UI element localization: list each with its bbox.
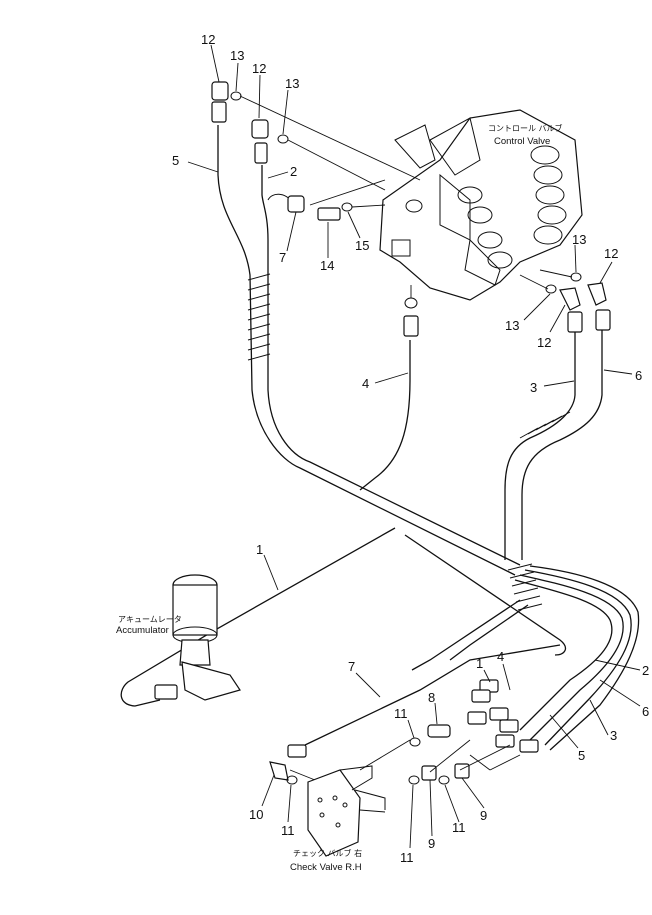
callout-15: 15 [355, 238, 369, 253]
callout-numbers: 12 13 12 13 5 2 7 14 15 13 12 13 12 4 3 … [172, 32, 649, 865]
hose-bundle-main [217, 125, 640, 751]
callout-7: 7 [279, 250, 286, 265]
callout-11: 11 [400, 850, 414, 865]
callout-5: 5 [172, 153, 179, 168]
callout-3: 3 [530, 380, 537, 395]
check-valve [307, 765, 386, 857]
svg-text:チェック バルブ 右: チェック バルブ 右 [293, 848, 362, 858]
fittings-right [403, 269, 611, 337]
svg-text:Accumulator: Accumulator [116, 625, 169, 636]
callout-leaders [187, 44, 641, 849]
hose-7-lower [304, 644, 561, 746]
callout-2: 2 [290, 164, 297, 179]
callout-10: 10 [249, 807, 263, 822]
callout-12: 12 [537, 335, 551, 350]
caption-accumulator: アキュームレータ Accumulator [116, 615, 182, 636]
callout-11: 11 [281, 823, 295, 838]
caption-check-valve: チェック バルブ 右 Check Valve R.H [290, 848, 362, 873]
callout-9: 9 [428, 836, 435, 851]
callout-2: 2 [642, 663, 649, 678]
callout-13: 13 [505, 318, 519, 333]
fittings-upper-left [211, 81, 421, 221]
callout-13: 13 [230, 48, 244, 63]
callout-9: 9 [480, 808, 487, 823]
callout-11: 11 [394, 706, 408, 721]
spiral-guard-right [519, 411, 571, 439]
svg-text:Check Valve R.H: Check Valve R.H [290, 862, 362, 873]
callout-1: 1 [256, 542, 263, 557]
callout-4: 4 [362, 376, 369, 391]
callout-12: 12 [604, 246, 618, 261]
svg-text:コントロール バルブ: コントロール バルブ [488, 123, 563, 133]
hose-1-accumulator-line [120, 527, 567, 707]
callout-12: 12 [201, 32, 215, 47]
callout-11: 11 [452, 820, 466, 835]
callout-13: 13 [572, 232, 586, 247]
caption-control-valve: コントロール バルブ Control Valve [488, 123, 563, 147]
svg-text:アキュームレータ: アキュームレータ [118, 615, 182, 624]
fittings-lower [269, 679, 539, 791]
accumulator [154, 574, 241, 701]
svg-text:Control Valve: Control Valve [494, 136, 550, 147]
callout-6: 6 [642, 704, 649, 719]
callout-3: 3 [610, 728, 617, 743]
control-valve [379, 109, 583, 301]
spiral-guard-lower [507, 563, 543, 611]
callout-8: 8 [428, 690, 435, 705]
callout-5: 5 [578, 748, 585, 763]
callout-4: 4 [497, 649, 504, 664]
callout-13: 13 [285, 76, 299, 91]
callout-7: 7 [348, 659, 355, 674]
callout-1: 1 [476, 656, 483, 671]
callout-12: 12 [252, 61, 266, 76]
spool-caps [457, 145, 567, 269]
spiral-guard-upper [247, 273, 271, 361]
callout-14: 14 [320, 258, 334, 273]
callout-6: 6 [635, 368, 642, 383]
